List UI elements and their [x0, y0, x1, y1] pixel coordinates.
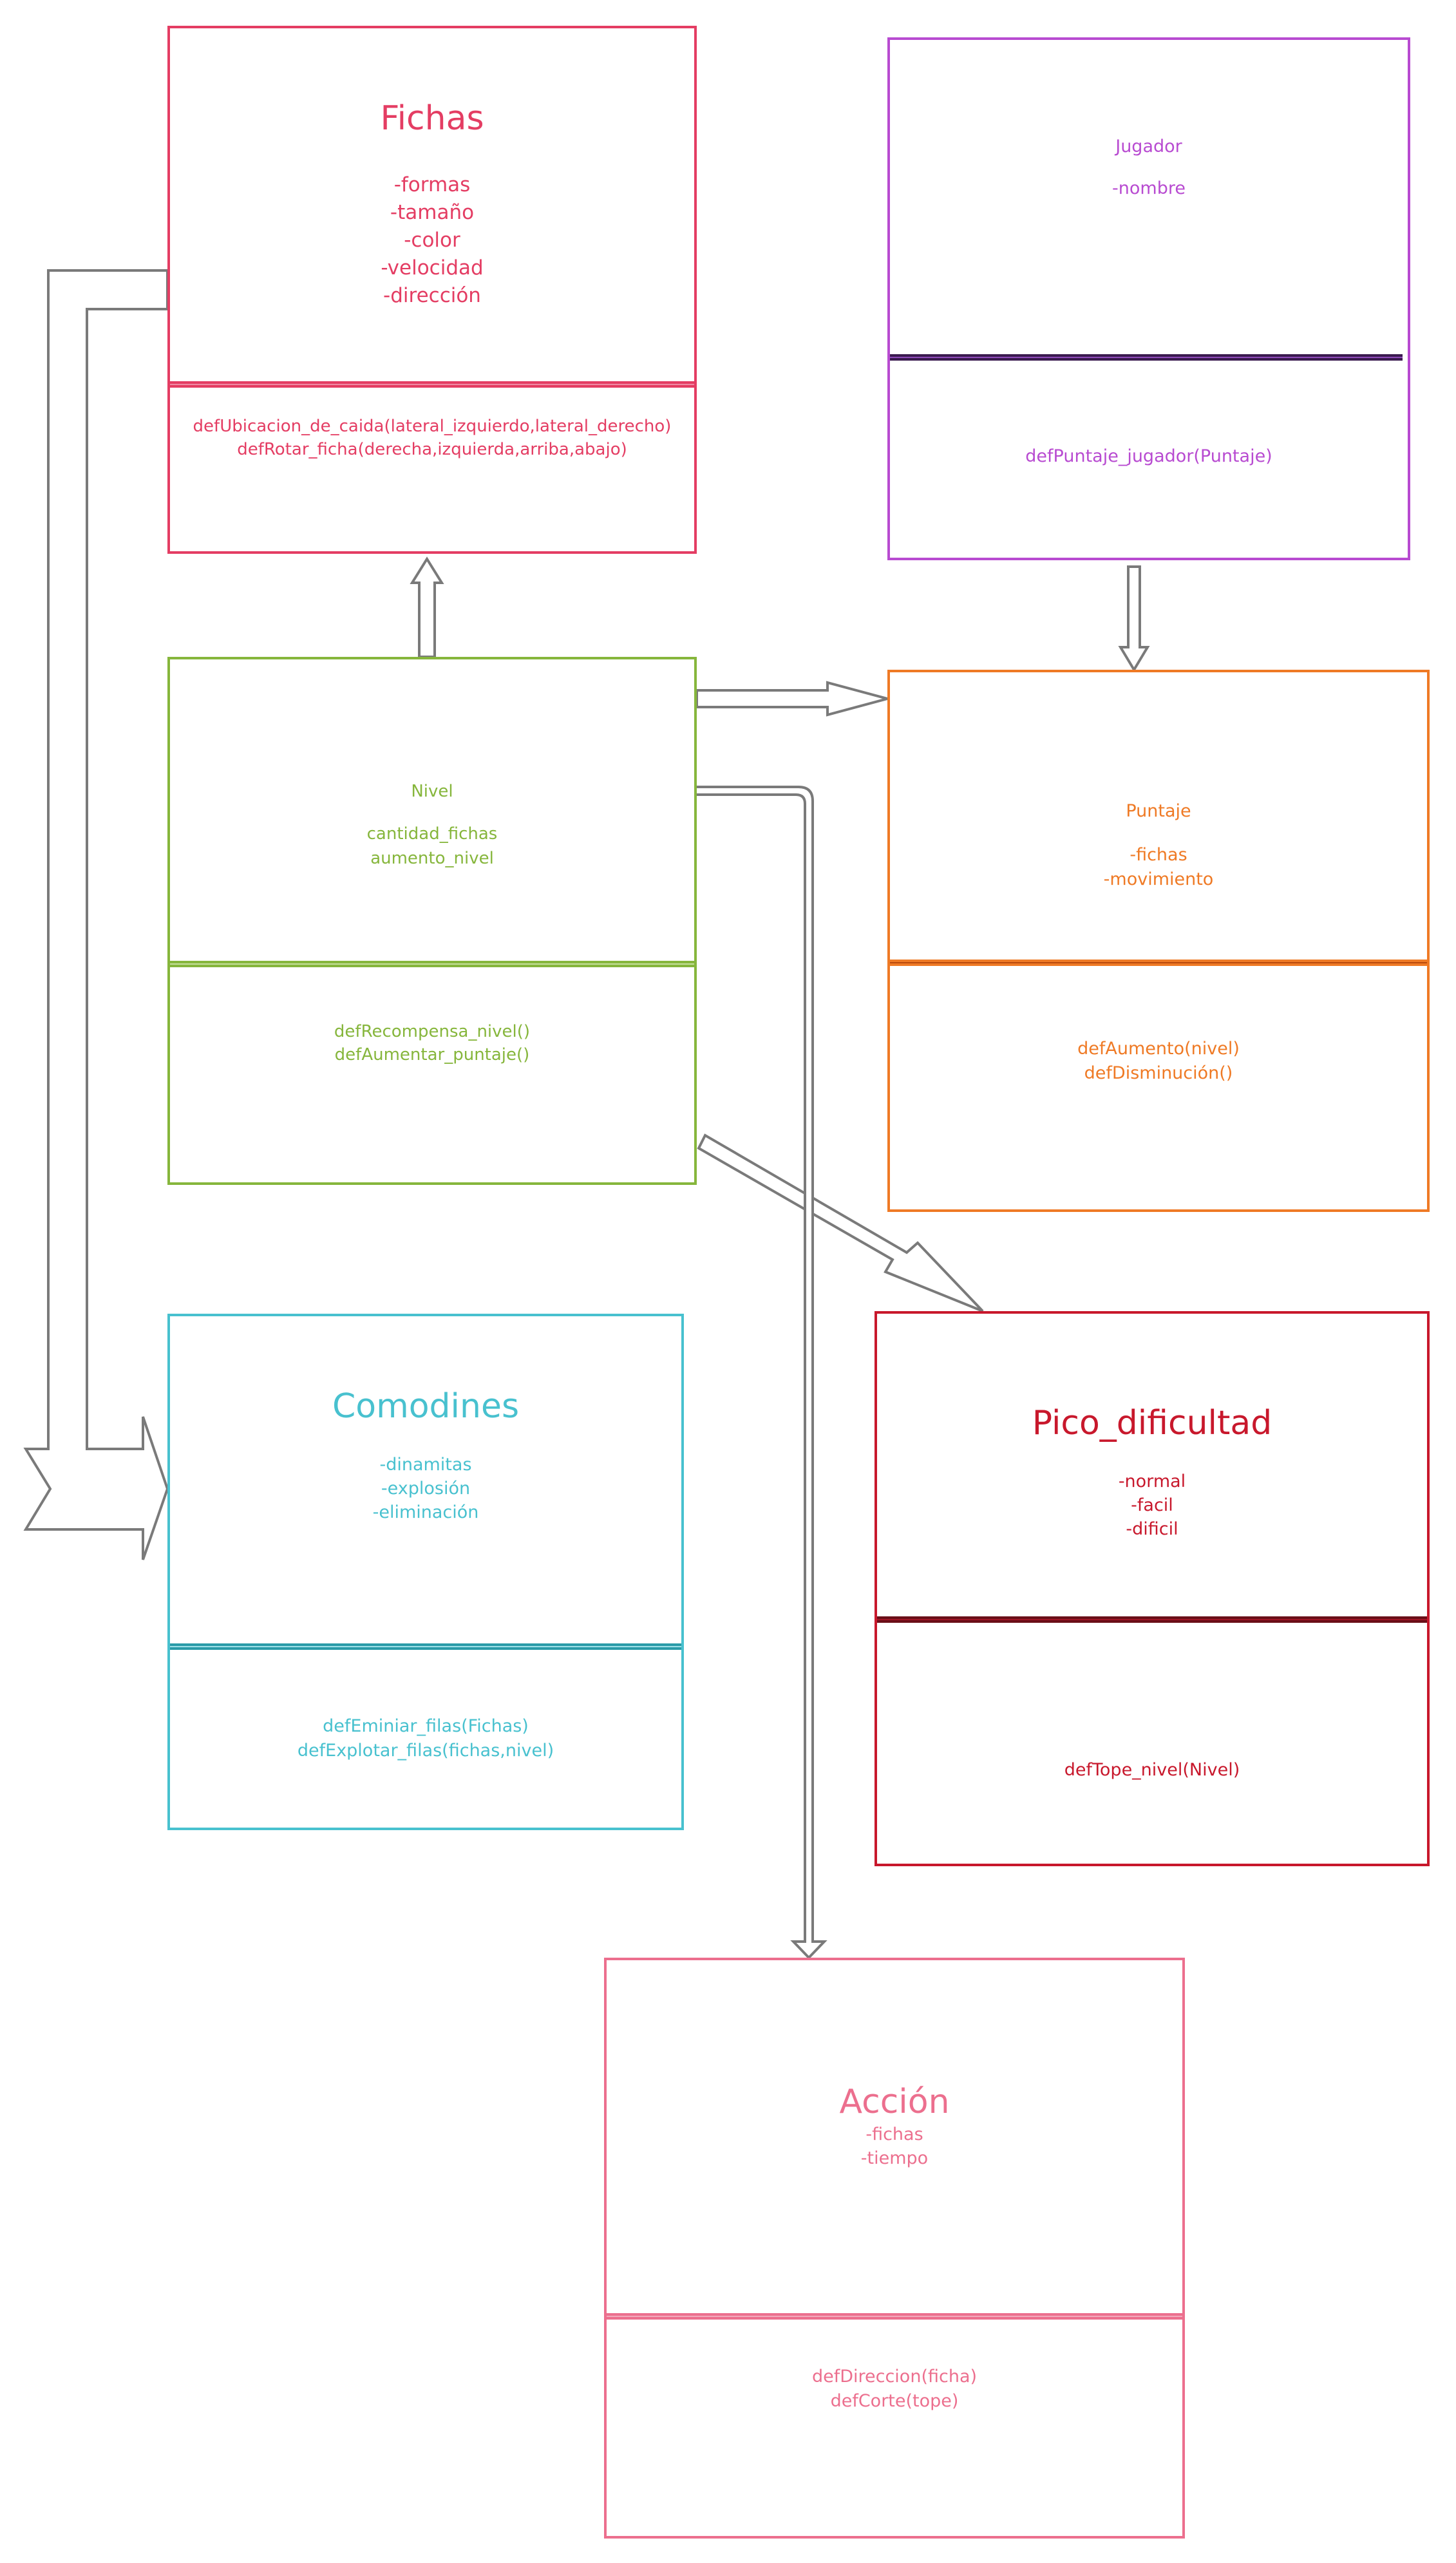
class-puntaje-separator	[890, 960, 1427, 966]
attribute: -nombre	[1112, 178, 1186, 198]
class-accion-attributes: Acción -fichas -tiempo	[607, 2083, 1182, 2170]
class-jugador[interactable]: Jugador -nombre defPuntaje_jugador(Punta…	[887, 37, 1410, 560]
attribute: aumento_nivel	[370, 849, 494, 868]
arrow-nivel-to-puntaje	[695, 681, 893, 717]
class-nivel-methods: defRecompensa_nivel() defAumentar_puntaj…	[170, 1020, 694, 1066]
method: defRecompensa_nivel()	[334, 1022, 531, 1041]
method: defCorte(tope)	[830, 2391, 959, 2411]
class-comodines-separator	[170, 1643, 681, 1650]
class-nivel-attributes: Nivel cantidad_fichas aumento_nivel	[170, 782, 694, 871]
arrow-nivel-to-accion	[681, 786, 827, 1960]
method: defRotar_ficha(derecha,izquierda,arriba,…	[237, 440, 627, 459]
arrow-nivel-to-pico-dificultad	[697, 1133, 984, 1312]
attribute: -fichas	[865, 2124, 923, 2144]
method: defAumentar_puntaje()	[334, 1045, 530, 1064]
class-comodines-title: Comodines	[332, 1387, 520, 1426]
attribute: -fichas	[1130, 845, 1187, 865]
attribute: -facil	[1131, 1495, 1173, 1515]
method: defTope_nivel(Nivel)	[1064, 1760, 1240, 1780]
class-fichas[interactable]: Fichas -formas -tamaño -color -velocidad…	[167, 26, 697, 554]
attribute: -formas	[393, 173, 471, 196]
method: defUbicacion_de_caida(lateral_izquierdo,…	[193, 417, 672, 436]
method: defAumento(nivel)	[1077, 1039, 1240, 1059]
class-pico-dificultad[interactable]: Pico_dificultad -normal -facil -dificil …	[875, 1311, 1430, 1866]
class-puntaje-methods: defAumento(nivel) defDisminución()	[890, 1037, 1427, 1086]
attribute: -normal	[1118, 1471, 1186, 1491]
attribute: -dinamitas	[379, 1455, 472, 1475]
class-comodines[interactable]: Comodines -dinamitas -explosión -elimina…	[167, 1314, 684, 1830]
attribute: -tamaño	[390, 201, 475, 224]
class-fichas-attributes: Fichas -formas -tamaño -color -velocidad…	[170, 99, 694, 310]
attribute: -eliminación	[372, 1502, 479, 1522]
method: defDisminución()	[1084, 1063, 1233, 1083]
class-pico-dificultad-title: Pico_dificultad	[1032, 1404, 1272, 1442]
class-accion-separator	[607, 2313, 1182, 2320]
class-fichas-methods: defUbicacion_de_caida(lateral_izquierdo,…	[170, 415, 694, 461]
attribute: cantidad_fichas	[366, 824, 498, 844]
class-fichas-separator	[170, 381, 694, 388]
attribute: -tiempo	[860, 2148, 929, 2168]
class-jugador-attributes: Jugador -nombre	[890, 137, 1408, 202]
class-nivel-title: Nivel	[411, 782, 453, 801]
attribute: -velocidad	[381, 256, 484, 279]
attribute: -dificil	[1126, 1519, 1178, 1539]
arrow-fichas-to-comodines	[23, 269, 169, 1560]
attribute: -dirección	[383, 284, 481, 307]
class-comodines-methods: defEminiar_filas(Fichas) defExplotar_fil…	[170, 1714, 681, 1763]
method: defPuntaje_jugador(Puntaje)	[1025, 446, 1272, 466]
class-accion-title: Acción	[839, 2083, 950, 2121]
class-pico-dificultad-separator	[877, 1616, 1427, 1623]
arrow-nivel-to-fichas	[410, 556, 444, 658]
class-nivel-separator	[170, 961, 694, 967]
class-puntaje-attributes: Puntaje -fichas -movimiento	[890, 801, 1427, 892]
method: defExplotar_filas(fichas,nivel)	[297, 1741, 554, 1761]
attribute: -explosión	[381, 1479, 471, 1499]
class-accion[interactable]: Acción -fichas -tiempo defDireccion(fich…	[604, 1958, 1185, 2539]
class-jugador-methods: defPuntaje_jugador(Puntaje)	[890, 444, 1408, 469]
method: defDireccion(ficha)	[811, 2367, 978, 2387]
attribute: -movimiento	[1103, 869, 1214, 889]
class-pico-dificultad-methods: defTope_nivel(Nivel)	[877, 1758, 1427, 1783]
attribute: -color	[404, 229, 460, 252]
class-comodines-attributes: Comodines -dinamitas -explosión -elimina…	[170, 1387, 681, 1524]
arrow-jugador-to-puntaje	[1118, 565, 1150, 672]
class-pico-dificultad-attributes: Pico_dificultad -normal -facil -dificil	[877, 1404, 1427, 1541]
class-puntaje-title: Puntaje	[1126, 801, 1191, 821]
class-jugador-separator	[890, 354, 1403, 361]
class-jugador-title: Jugador	[1115, 137, 1182, 156]
class-fichas-title: Fichas	[380, 99, 484, 138]
class-puntaje[interactable]: Puntaje -fichas -movimiento defAumento(n…	[887, 670, 1430, 1212]
class-accion-methods: defDireccion(ficha) defCorte(tope)	[607, 2365, 1182, 2414]
method: defEminiar_filas(Fichas)	[323, 1716, 529, 1736]
class-nivel[interactable]: Nivel cantidad_fichas aumento_nivel defR…	[167, 657, 697, 1185]
